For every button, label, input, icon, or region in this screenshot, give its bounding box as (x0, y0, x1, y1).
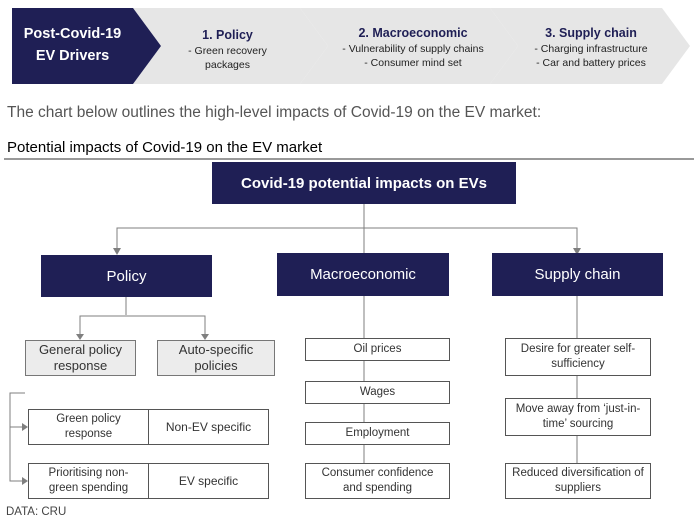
branch-supply: Supply chain (492, 253, 663, 296)
step-policy-line-2: packages (205, 59, 250, 71)
macro-item-oil: Oil prices (305, 338, 450, 361)
policy-prioritising: Prioritising non-green spending (28, 463, 149, 499)
supply-item-self-sufficiency: Desire for greater self-sufficiency (505, 338, 651, 376)
step-macro-title: 2. Macroeconomic (358, 26, 468, 40)
step-supply-title: 3. Supply chain (545, 26, 637, 40)
step-policy: 1. Policy - Green recovery packages (150, 28, 305, 72)
chevron-macro (300, 8, 518, 84)
step-supply: 3. Supply chain - Charging infrastructur… (506, 26, 676, 70)
branch-macro: Macroeconomic (277, 253, 449, 296)
drivers-line-1: Post-Covid-19 (23, 26, 122, 42)
branch-policy: Policy (41, 255, 212, 297)
chevron-drivers (12, 8, 161, 84)
policy-ev: EV specific (148, 463, 269, 499)
intro-text: The chart below outlines the high-level … (7, 104, 542, 121)
supply-item-diversification: Reduced diversification of suppliers (505, 463, 651, 499)
source-note: DATA: CRU (6, 506, 67, 518)
drivers-line-2: EV Drivers (35, 48, 110, 64)
step-macro-line-2: - Consumer mind set (364, 57, 462, 69)
root-node: Covid-19 potential impacts on EVs (212, 162, 516, 204)
chevron-supply (490, 8, 690, 84)
step-policy-title: 1. Policy (202, 28, 253, 42)
step-supply-line-1: - Charging infrastructure (534, 43, 648, 55)
policy-non-ev: Non-EV specific (148, 409, 269, 445)
step-macro-line-1: - Vulnerability of supply chains (342, 43, 484, 55)
macro-item-consumer: Consumer confidence and spending (305, 463, 450, 499)
step-supply-line-2: - Car and battery prices (536, 57, 646, 69)
step-policy-line-1: - Green recovery (188, 45, 267, 57)
macro-item-employment: Employment (305, 422, 450, 445)
policy-general: General policy response (25, 340, 136, 376)
step-macro: 2. Macroeconomic - Vulnerability of supp… (318, 26, 508, 70)
policy-auto: Auto-specific policies (157, 340, 275, 376)
macro-item-wages: Wages (305, 381, 450, 404)
supply-item-just-in-time: Move away from ‘just-in-time’ sourcing (505, 398, 651, 436)
drivers-label: Post-Covid-19 EV Drivers (12, 23, 133, 67)
chevron-policy (133, 8, 328, 84)
policy-green: Green policy response (28, 409, 149, 445)
diagram-subtitle: Potential impacts of Covid-19 on the EV … (7, 139, 323, 156)
